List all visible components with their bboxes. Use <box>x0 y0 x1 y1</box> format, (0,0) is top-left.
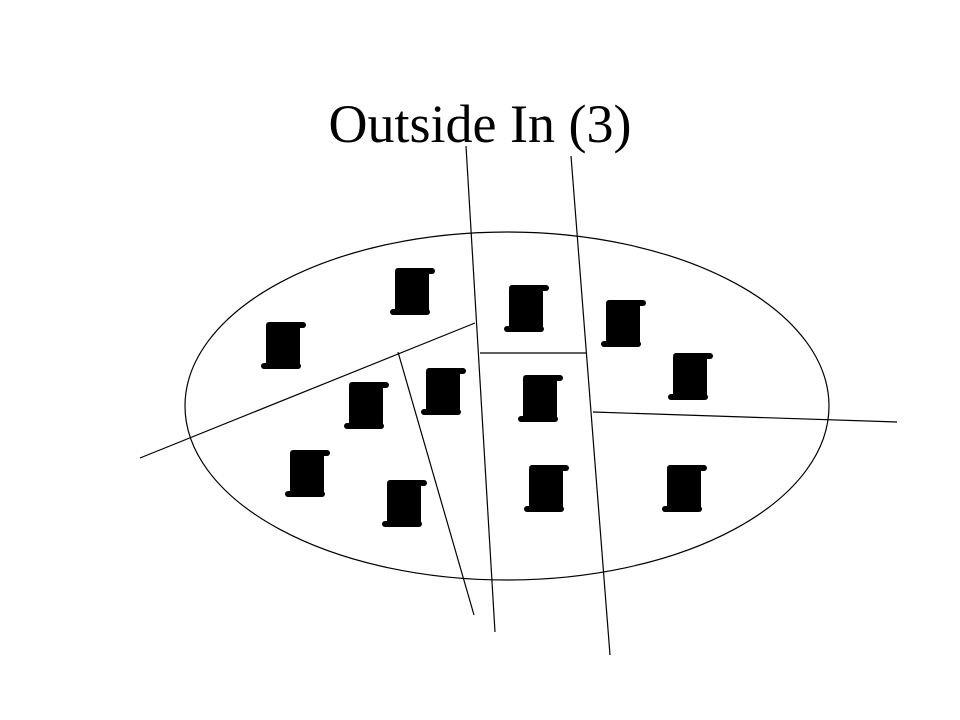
scroll-icon-3 <box>601 300 646 347</box>
set-ellipse <box>184 231 830 581</box>
scroll-icon-11 <box>662 465 707 512</box>
partition-line-left-diagonal <box>139 322 476 459</box>
scroll-icon-5 <box>668 353 713 400</box>
scroll-icon-12 <box>382 480 427 527</box>
scroll-icon-10 <box>524 465 569 512</box>
partition-line-right-horizontal <box>592 411 898 423</box>
scroll-icon-2 <box>504 285 549 332</box>
scroll-icon-1 <box>390 268 435 315</box>
scroll-icon-4 <box>261 322 306 369</box>
scroll-icon-9 <box>285 450 330 497</box>
scroll-icon-8 <box>344 382 389 429</box>
scroll-icon-6 <box>421 368 466 415</box>
partition-line-right-vertical <box>570 155 611 656</box>
slide-title: Outside In (3) <box>328 94 632 154</box>
partition-line-left-vertical <box>397 351 475 616</box>
scroll-icon-7 <box>518 375 563 422</box>
partition-line-center-vertical <box>465 145 496 633</box>
